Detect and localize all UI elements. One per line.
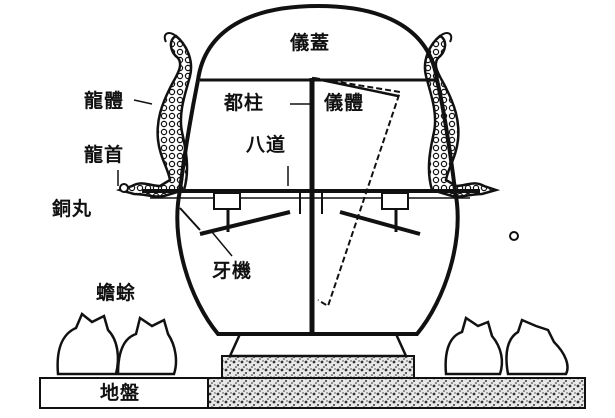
label-dragon-body: 龍體 [84,90,125,112]
vessel-foot [221,355,415,379]
granite-plinth [207,377,586,409]
label-tooth-mechanism: 牙機 [212,260,253,282]
toad-right-1 [444,316,504,376]
toad-left-1 [56,311,120,376]
vessel-outline [175,3,460,336]
label-base: 地盤 [100,382,141,404]
label-dragon-head: 龍首 [84,144,125,166]
toad-left-2 [116,315,178,376]
dragon-left-whisker [163,32,177,43]
vessel-pedestal [228,332,408,358]
crank-lever-left [199,210,291,236]
crank-box-left [213,192,241,210]
label-vessel-body: 儀體 [324,92,365,114]
crank-pawl-left [179,207,201,231]
crank-box-right [381,192,409,210]
dragon-right-whisker [439,32,453,43]
crank-lever-right [339,210,421,236]
bronze-ball [509,231,519,241]
label-bronze-ball: 銅丸 [52,198,93,220]
label-eight-paths: 八道 [246,134,287,156]
tilted-pillar [313,77,402,308]
dragon-left [115,34,193,198]
pointer-dragon-body [133,99,153,105]
tooth-pointer [211,231,233,257]
dragon-right [423,34,501,198]
ball-in-mouth [119,183,129,193]
label-lid: 儀蓋 [290,32,331,54]
label-central-pillar: 都柱 [224,92,265,114]
label-toad: 蟾蜍 [96,282,137,304]
toad-right-2 [505,318,569,376]
